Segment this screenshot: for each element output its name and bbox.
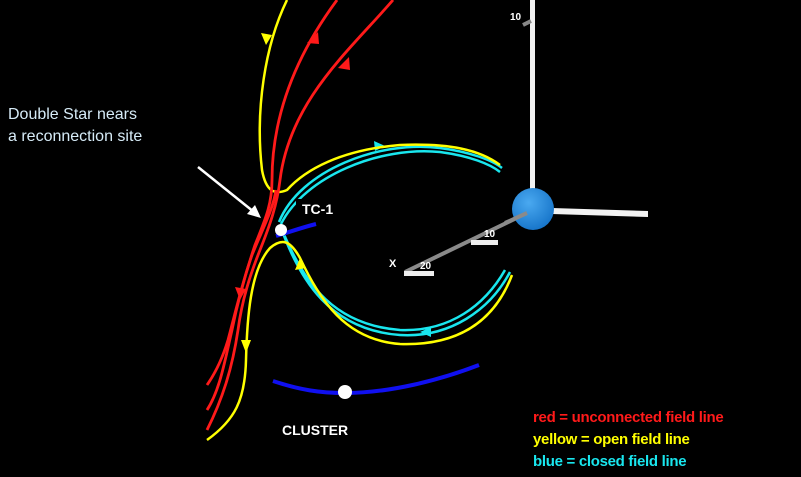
annotation-line-2: a reconnection site [8, 128, 143, 145]
legend-red: red = unconnected field line [533, 409, 724, 426]
yellow-arrow [261, 33, 272, 45]
legend: red = unconnected field line yellow = op… [533, 407, 724, 473]
x-axis-label: X [389, 258, 397, 270]
x-tick-20 [404, 271, 434, 276]
earth-sphere [512, 188, 554, 230]
y-axis [552, 208, 648, 217]
red-arrow [338, 57, 350, 70]
red-arrow [235, 287, 246, 300]
cluster-orbit [272, 363, 480, 396]
legend-blue: blue = closed field line [533, 453, 687, 470]
yellow-arrow [295, 258, 306, 270]
z-axis-tick [522, 19, 532, 27]
x-tick-20-label: 20 [420, 261, 432, 272]
closed-field-lines [277, 145, 512, 337]
tc1-spacecraft [275, 224, 287, 236]
z-axis [530, 0, 535, 190]
x-tick-10-label: 10 [484, 229, 496, 240]
z-tick-10-label: 10 [510, 12, 522, 23]
cluster-spacecraft [338, 385, 352, 399]
yellow-arrow [241, 340, 251, 353]
pointer-arrowhead-icon [247, 205, 261, 218]
cyan-arrow [420, 327, 431, 337]
open-field-lines [206, 0, 514, 442]
cluster-label: CLUSTER [276, 420, 355, 440]
pointer-arrow [197, 166, 255, 213]
x-tick-10 [471, 240, 498, 245]
annotation-text: Double Star nears a reconnection site [8, 104, 142, 148]
x-axis-rod-front [504, 211, 528, 225]
red-arrow [307, 32, 319, 44]
annotation-line-1: Double Star nears [8, 106, 137, 123]
tc1-label: TC-1 [296, 199, 340, 219]
legend-yellow: yellow = open field line [533, 431, 690, 448]
